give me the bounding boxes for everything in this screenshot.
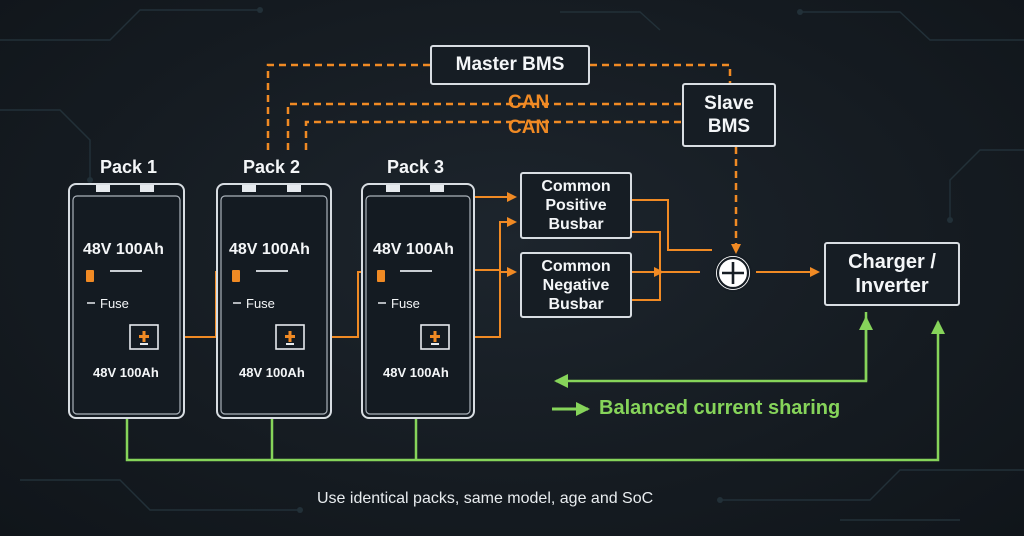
pack1-fuse-label: Fuse bbox=[100, 296, 129, 311]
can-line-master-pack1 bbox=[266, 63, 430, 150]
positive-busbar-line2: Positive bbox=[545, 197, 607, 214]
charger-line2: Inverter bbox=[855, 275, 929, 297]
footer-note: Use identical packs, same model, age and… bbox=[317, 490, 654, 507]
pack2-rating: 48V 100Ah bbox=[229, 241, 310, 258]
negative-busbar-line1: Common bbox=[541, 257, 611, 275]
pack2-fuse-label: Fuse bbox=[246, 296, 275, 311]
terminals bbox=[96, 185, 444, 192]
pack3-fuse-label: Fuse bbox=[391, 296, 420, 311]
can-line-pack3-slave bbox=[304, 120, 682, 150]
pack3-title: Pack 3 bbox=[387, 157, 445, 177]
pack1-title: Pack 1 bbox=[100, 157, 158, 177]
positive-busbar-line3: Busbar bbox=[548, 216, 604, 233]
master-bms-label: Master BMS bbox=[455, 54, 565, 75]
master-bms-box: Master BMS bbox=[430, 45, 590, 85]
can-line-pack2-slave bbox=[286, 102, 682, 150]
pack1-bottom-label: 48V 100Ah bbox=[93, 365, 159, 380]
battery-pack-1 bbox=[68, 183, 185, 419]
pack1-rating: 48V 100Ah bbox=[83, 241, 164, 258]
can-label-top: CAN bbox=[508, 92, 550, 113]
fuse-components bbox=[129, 324, 450, 350]
slave-bms-line2: BMS bbox=[707, 116, 751, 137]
can-label-bottom: CAN bbox=[508, 117, 550, 138]
pack2-bottom-label: 48V 100Ah bbox=[239, 365, 305, 380]
slave-bms-line1: Slave bbox=[704, 93, 754, 114]
battery-pack-3 bbox=[361, 183, 475, 419]
common-positive-busbar: Common Positive Busbar bbox=[520, 172, 632, 239]
negative-busbar-line2: Negative bbox=[542, 276, 610, 294]
battery-pack-2 bbox=[216, 183, 332, 419]
slave-bms-box: Slave BMS bbox=[682, 83, 776, 147]
charger-line1: Charger / bbox=[848, 251, 936, 273]
pack3-bottom-label: 48V 100Ah bbox=[383, 365, 449, 380]
balanced-current-label: Balanced current sharing bbox=[599, 397, 841, 419]
pack3-rating: 48V 100Ah bbox=[373, 241, 454, 258]
positive-busbar-line1: Common bbox=[541, 178, 611, 195]
charger-inverter-box: Charger / Inverter bbox=[824, 242, 960, 306]
common-negative-busbar: Common Negative Busbar bbox=[520, 252, 632, 318]
pack2-title: Pack 2 bbox=[243, 157, 301, 177]
negative-busbar-line3: Busbar bbox=[548, 295, 604, 313]
